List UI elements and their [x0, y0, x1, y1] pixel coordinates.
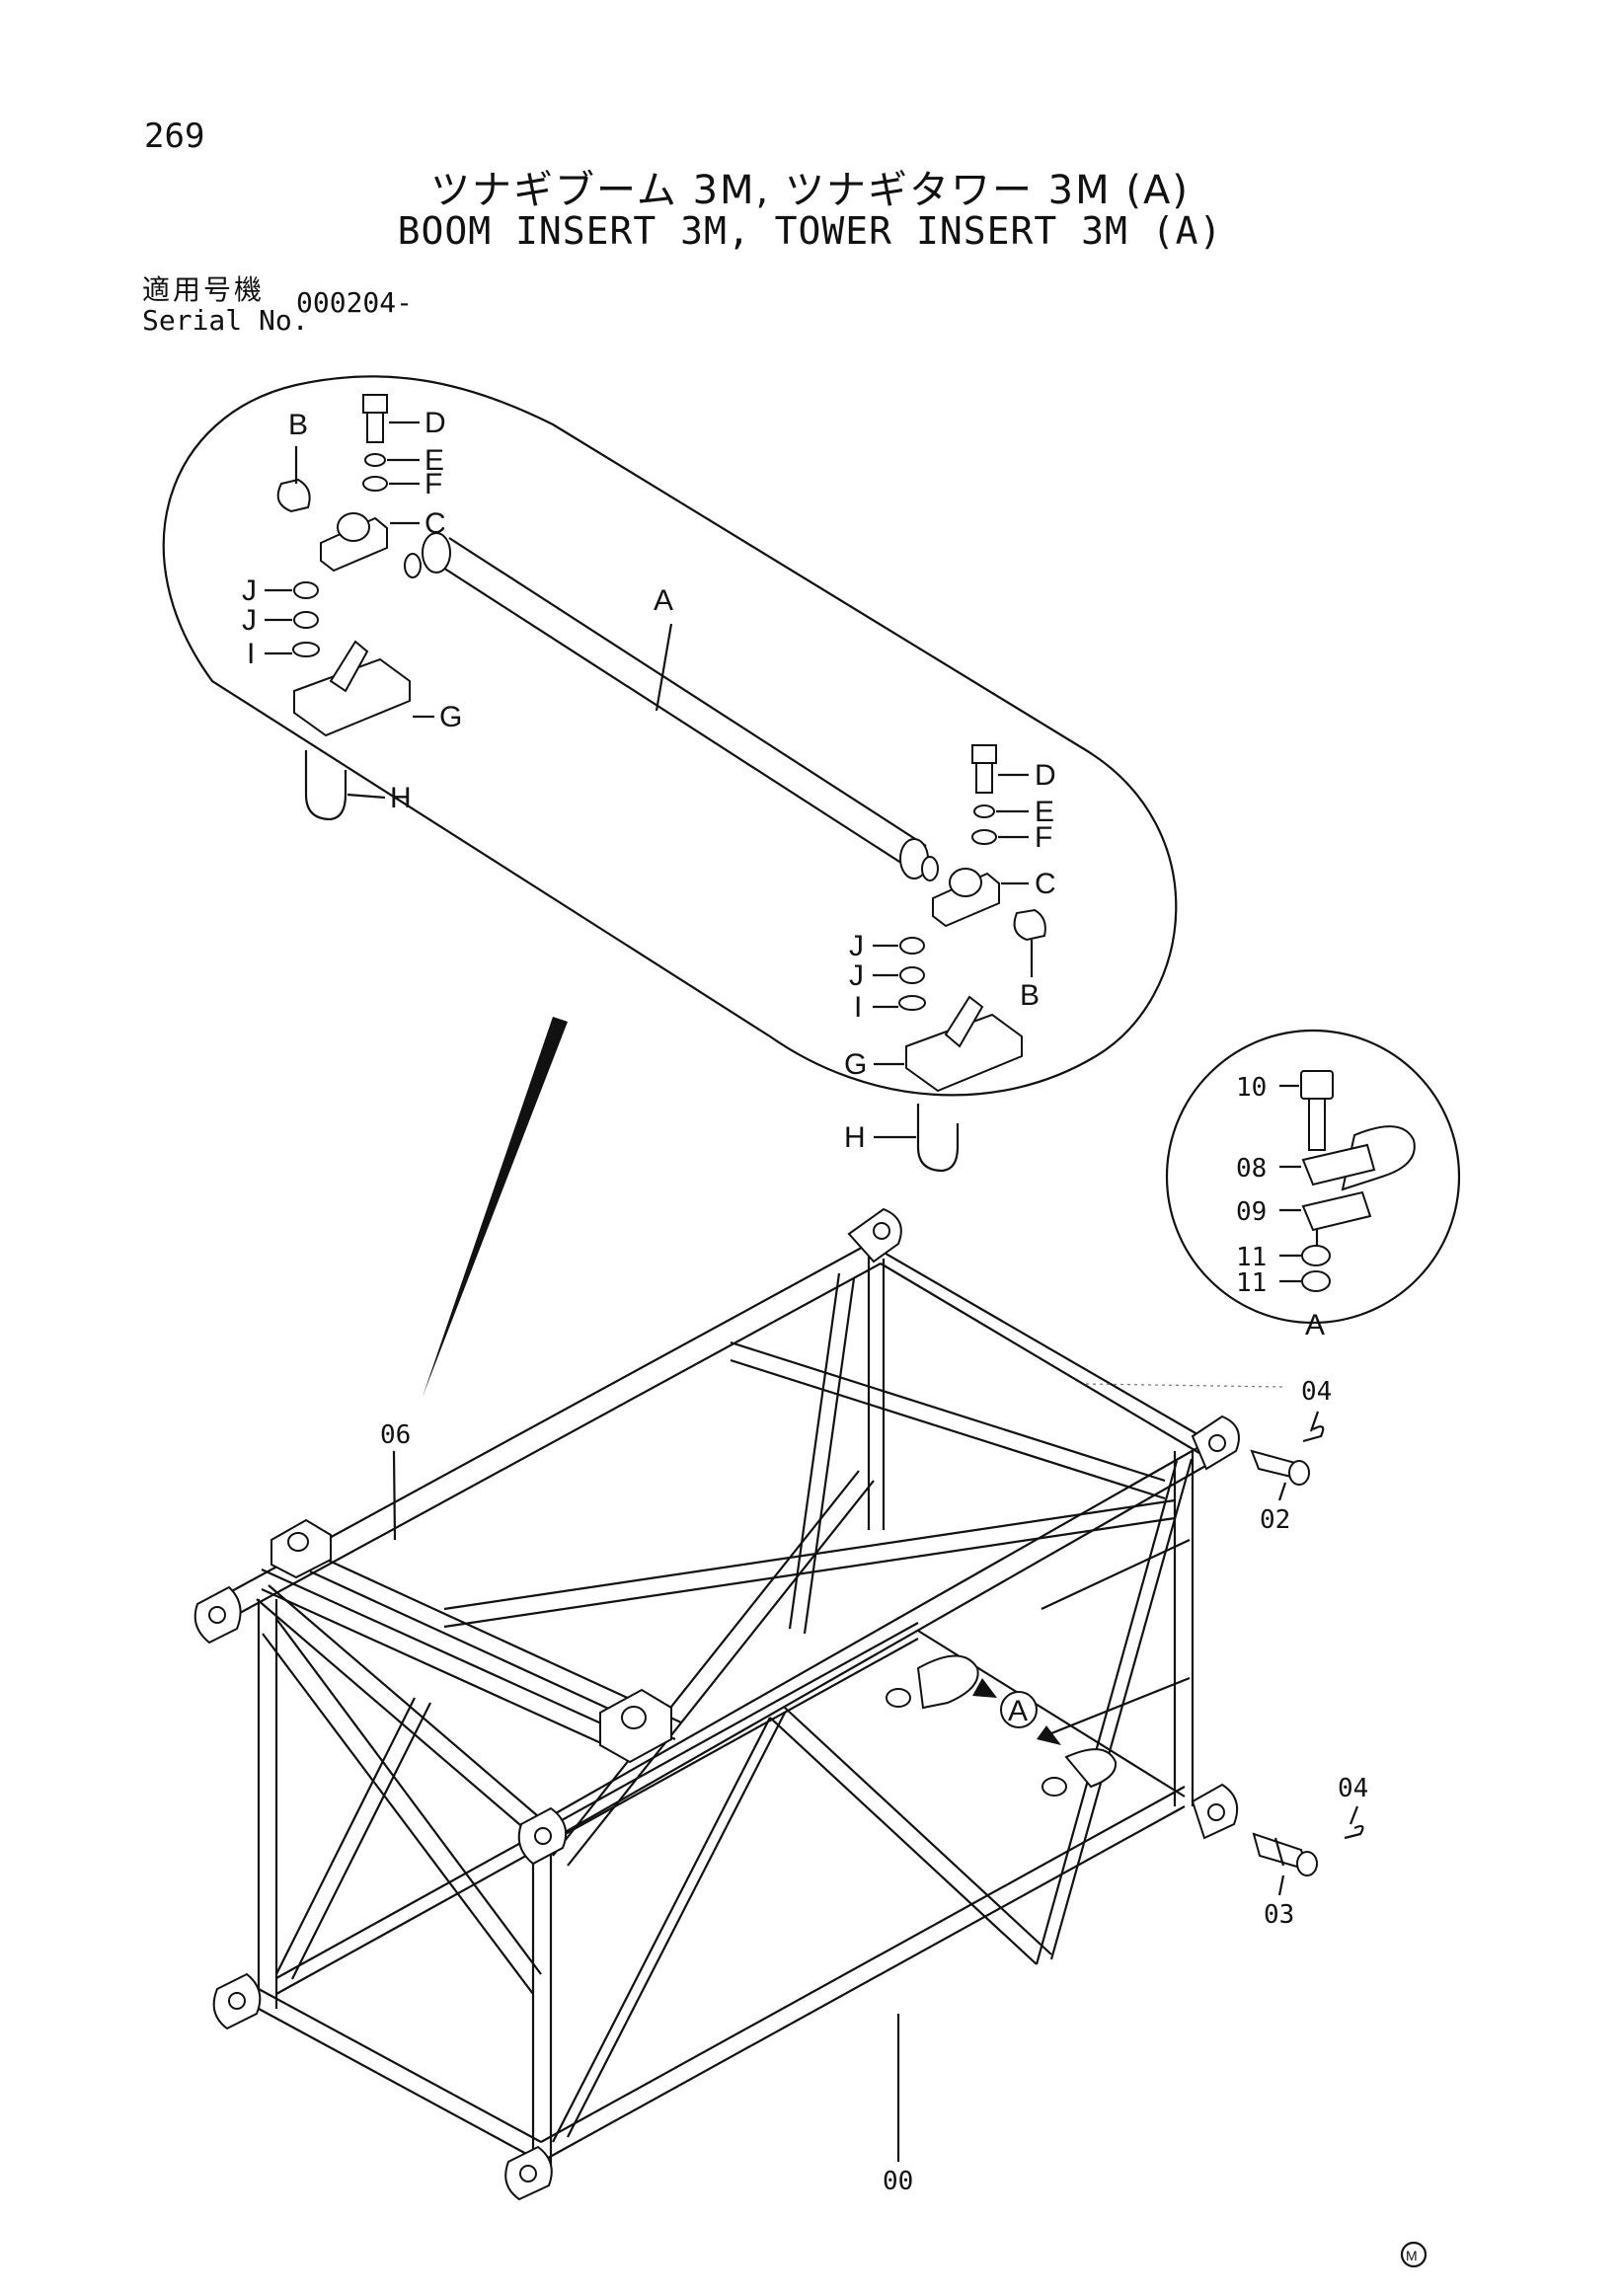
- callout-f-upper: F: [424, 468, 442, 500]
- lug-top-right: [1191, 1415, 1240, 1471]
- callout-g-lower: G: [844, 1048, 867, 1081]
- serial-value: 000204-: [296, 286, 414, 319]
- part-04-lower: 04: [1338, 1774, 1368, 1803]
- callout-j2-lower: J: [849, 959, 864, 992]
- detail-a-label: A: [1305, 1309, 1325, 1341]
- serial-label-english: Serial No.: [142, 304, 309, 337]
- serial-label-japanese: 適用号機: [142, 273, 266, 306]
- part-04-upper: 04: [1301, 1377, 1332, 1407]
- callout-11a: 11: [1236, 1243, 1267, 1272]
- callout-g-upper: G: [439, 701, 462, 733]
- part-02: 02: [1260, 1505, 1290, 1535]
- callout-e-upper: E: [424, 444, 444, 477]
- callout-c-lower: C: [1035, 868, 1056, 900]
- callout-a-shaft: A: [654, 584, 673, 617]
- callout-10: 10: [1236, 1073, 1267, 1103]
- lower-right-assembly: [873, 744, 1046, 1173]
- pillow-block-left: [270, 1518, 332, 1579]
- callout-i-upper: I: [247, 638, 255, 670]
- footer-mark-letter: M: [1406, 2248, 1418, 2263]
- callout-j1-lower: J: [849, 930, 864, 962]
- lug-top-left: [193, 1585, 242, 1645]
- callout-c-upper: C: [424, 507, 446, 540]
- callout-j1-upper: J: [242, 574, 257, 607]
- callout-j2-upper: J: [242, 604, 257, 637]
- detail-capsule-outline: [162, 375, 1178, 1097]
- lug-top-front: [517, 1806, 567, 1866]
- shaft-end-left: [404, 532, 451, 578]
- exploded-detail-group: B D E F C J J I G H A D E F C J J I B G …: [162, 375, 1178, 1397]
- lug-bottom-right: [1191, 1783, 1238, 1840]
- detail-leader-wedge: [423, 1017, 568, 1397]
- shaft-end-right: [899, 838, 939, 881]
- callout-d-lower: D: [1035, 759, 1056, 792]
- callout-b-lower: B: [1020, 979, 1040, 1012]
- lug-bottom-front: [504, 2145, 553, 2201]
- page-number: 269: [144, 116, 205, 156]
- part-03: 03: [1264, 1900, 1294, 1930]
- callout-b-upper: B: [288, 409, 308, 441]
- pin-03: [1252, 1824, 1364, 1876]
- callout-h-lower: H: [844, 1121, 866, 1154]
- lattice-structure: A 06 04 02 04 03 00: [193, 1207, 1368, 2201]
- callout-e-lower: E: [1035, 796, 1054, 828]
- clamp-location-a: [886, 1654, 1118, 1797]
- title-japanese: ツナギブーム 3M, ツナギタワー 3M (A): [430, 168, 1190, 213]
- view-arrow-a: A: [972, 1678, 1061, 1745]
- upper-left-assembly: [265, 394, 434, 821]
- callout-09: 09: [1236, 1197, 1267, 1227]
- part-00: 00: [883, 2167, 913, 2196]
- footer-mark: M: [1400, 2241, 1427, 2268]
- lug-top-back: [847, 1207, 902, 1263]
- pin-02: [1250, 1425, 1325, 1486]
- callout-11b: 11: [1236, 1268, 1267, 1298]
- callout-d-upper: D: [424, 407, 446, 439]
- view-a-label: A: [1008, 1695, 1028, 1727]
- title-english: BOOM INSERT 3M, TOWER INSERT 3M (A): [397, 209, 1223, 253]
- callout-f-lower: F: [1035, 821, 1052, 854]
- callout-i-lower: I: [854, 991, 862, 1024]
- detail-view-a: 10 08 09 11 11 A: [1165, 1029, 1461, 1341]
- callout-08: 08: [1236, 1154, 1267, 1184]
- pillow-block-right: [599, 1688, 672, 1764]
- part-06: 06: [380, 1420, 411, 1450]
- callout-h-upper: H: [390, 782, 412, 814]
- lug-bottom-left: [212, 1972, 262, 2030]
